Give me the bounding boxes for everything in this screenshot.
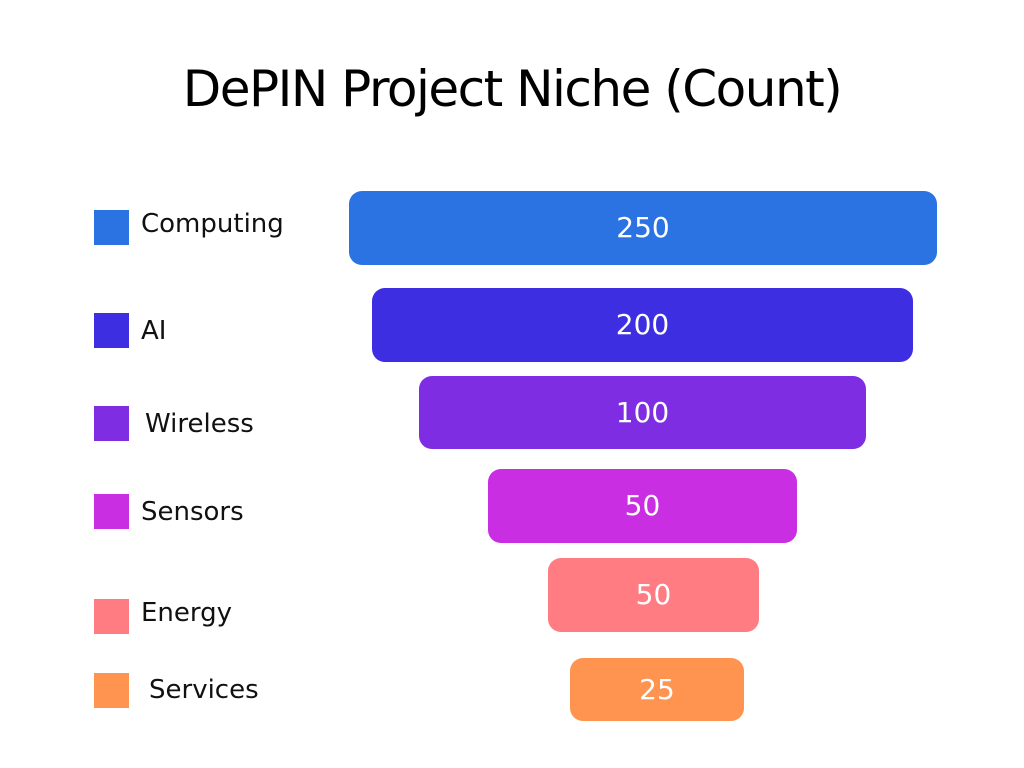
chart-title: DePIN Project Niche (Count) (182, 60, 843, 118)
legend-label-energy: Energy (141, 598, 233, 628)
bar-value-label: 50 (635, 578, 672, 611)
bar-value-label: 100 (615, 395, 670, 429)
legend-label-sensors: Sensors (141, 497, 244, 527)
legend-swatch-ai (94, 313, 129, 348)
legend-swatch-computing (94, 210, 129, 245)
legend-label-computing: Computing (141, 209, 284, 239)
bar-value-label: 25 (639, 672, 675, 706)
bar-value-label: 250 (616, 211, 670, 244)
bar-services: 25 (570, 658, 744, 721)
legend-swatch-services (94, 673, 129, 708)
bar-computing: 250 (349, 191, 937, 265)
bar-wireless: 100 (419, 376, 866, 449)
bar-value-label: 200 (615, 308, 670, 341)
legend-swatch-wireless (94, 406, 129, 441)
bar-sensors: 50 (488, 469, 797, 543)
legend-label-wireless: Wireless (145, 409, 254, 439)
legend-label-services: Services (149, 675, 259, 705)
bar-energy: 50 (548, 558, 759, 632)
legend-swatch-energy (94, 599, 129, 634)
bar-value-label: 50 (624, 489, 661, 522)
legend-swatch-sensors (94, 494, 129, 529)
legend-label-ai: AI (141, 316, 167, 346)
bar-ai: 200 (372, 288, 913, 362)
